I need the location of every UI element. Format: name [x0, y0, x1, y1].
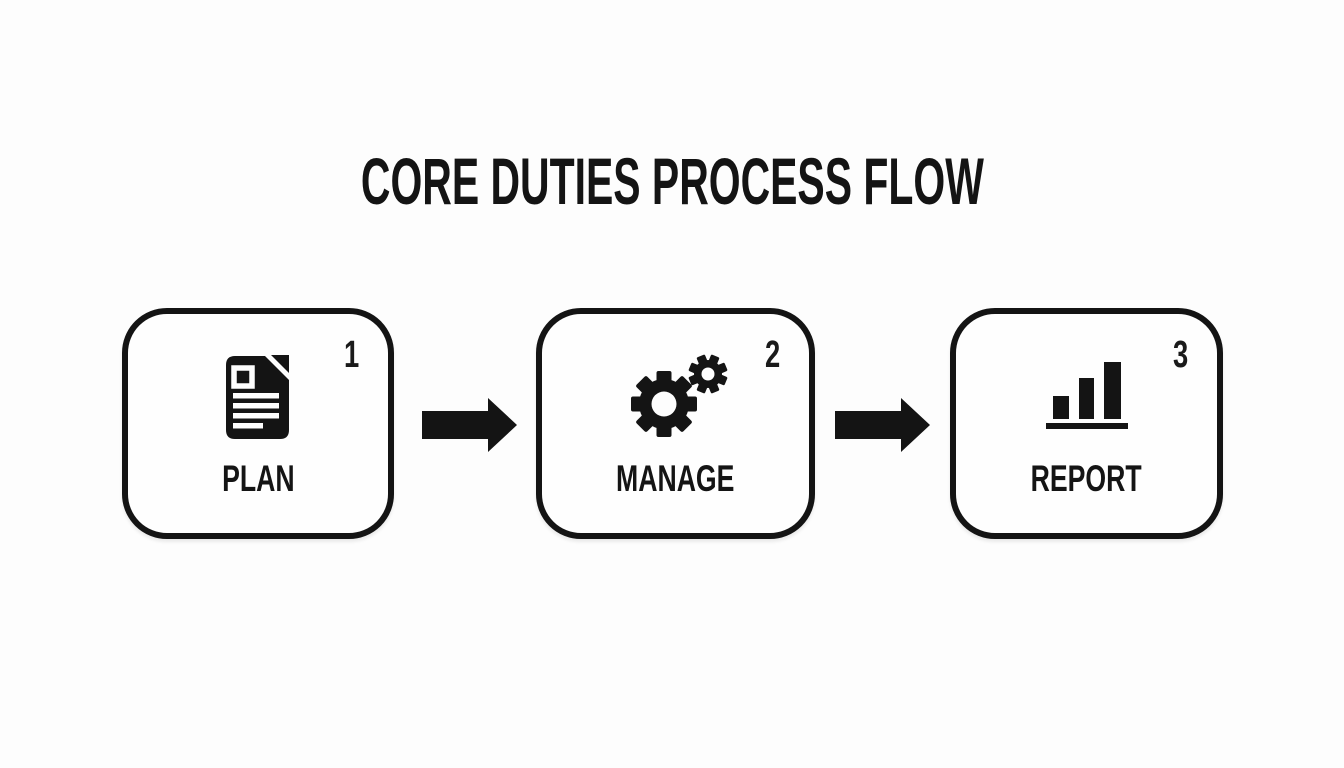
- bar-chart-icon: [956, 362, 1217, 430]
- step-box-manage: 2: [536, 308, 815, 539]
- step-number: 2: [764, 334, 781, 376]
- step-label: MANAGE: [616, 458, 735, 499]
- step-box-report: 3 REPORT: [950, 308, 1223, 539]
- step-box-plan: 1 PLAN: [122, 308, 394, 539]
- arrow-right-icon: [422, 398, 517, 452]
- arrow-right-icon: [835, 398, 930, 452]
- gears-icon: [542, 352, 809, 440]
- page-title: CORE DUTIES PROCESS FLOW: [0, 148, 1344, 214]
- step-label: PLAN: [221, 458, 295, 499]
- document-icon: [128, 354, 388, 440]
- step-number: 1: [343, 334, 360, 376]
- page-title-text: CORE DUTIES PROCESS FLOW: [360, 144, 984, 218]
- step-label: REPORT: [1030, 458, 1143, 499]
- step-number: 3: [1172, 334, 1189, 376]
